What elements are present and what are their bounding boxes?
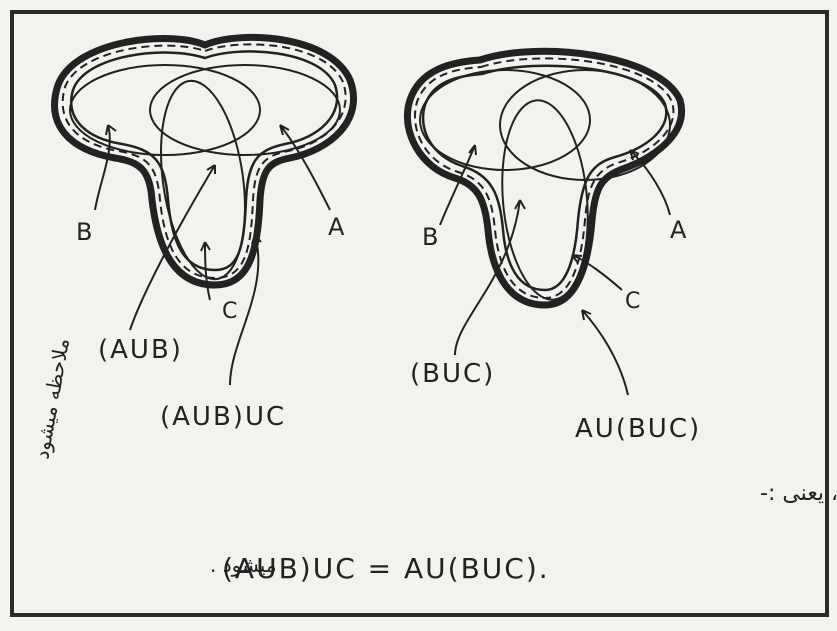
right-label-result: AU(BUC) [575, 414, 701, 444]
right-label-b: B [422, 223, 438, 251]
left-label-c: C [222, 299, 237, 324]
left-label-aub: (AUB) [98, 335, 183, 365]
left-label-result: (AUB)UC [160, 402, 286, 432]
right-label-c: C [625, 289, 640, 314]
explanation-sentence: که در هر دو حالت جواب فوق عین چیز است ، … [760, 481, 837, 506]
equation-suffix-text: میشود . [210, 553, 277, 577]
left-label-b: B [76, 218, 92, 246]
left-label-a: A [328, 213, 345, 241]
right-label-buc: (BUC) [410, 359, 495, 389]
right-label-a: A [670, 216, 687, 244]
